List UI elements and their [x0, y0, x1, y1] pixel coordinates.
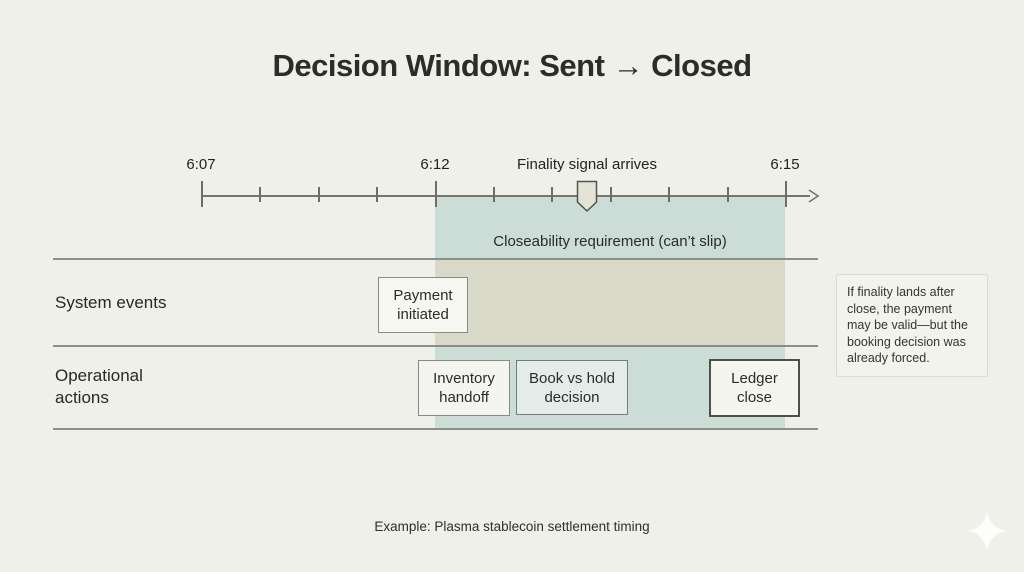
annotation-note: If finality lands after close, the payme…: [836, 274, 988, 377]
system-events-band-segment: [435, 259, 785, 346]
major-tick: [201, 181, 203, 207]
lane-line-top: [53, 258, 818, 260]
event-box-ledger-close: Ledger close: [709, 359, 800, 417]
annotation-note-text: If finality lands after close, the payme…: [847, 285, 968, 365]
timeline-arrowhead-icon: [808, 189, 820, 208]
minor-tick: [493, 187, 495, 202]
page-title: Decision Window: Sent → Closed: [272, 48, 752, 83]
lane-line-middle: [53, 345, 818, 347]
timeline-label: Finality signal arrives: [516, 156, 658, 173]
minor-tick: [376, 187, 378, 202]
event-box-inventory-handoff: Inventory handoff: [418, 360, 510, 416]
timeline-label: 6:15: [770, 156, 800, 173]
minor-tick: [551, 187, 553, 202]
major-tick: [435, 181, 437, 207]
minor-tick: [259, 187, 261, 202]
minor-tick: [610, 187, 612, 202]
row-label-system-events: System events: [55, 293, 167, 312]
timeline-axis: [201, 195, 810, 197]
event-box-label: Payment initiated: [393, 287, 453, 323]
major-tick: [785, 181, 787, 207]
minor-tick: [727, 187, 729, 202]
sparkle-icon: [964, 508, 1010, 559]
row-label-operational-actions: Operational actions: [55, 366, 143, 407]
event-box-payment-initiated: Payment initiated: [378, 277, 468, 333]
example-caption: Example: Plasma stablecoin settlement ti…: [374, 519, 650, 534]
closeability-label: Closeability requirement (can’t slip): [493, 233, 727, 250]
minor-tick: [318, 187, 320, 202]
event-box-book-vs-hold: Book vs hold decision: [516, 360, 628, 415]
timeline-label: 6:12: [420, 156, 450, 173]
event-box-label: Book vs hold decision: [529, 369, 615, 406]
lane-line-bottom: [53, 428, 818, 430]
minor-tick: [668, 187, 670, 202]
timeline-label: 6:07: [186, 156, 216, 173]
event-box-label: Ledger close: [731, 370, 778, 406]
finality-marker-icon: [576, 180, 598, 218]
event-box-label: Inventory handoff: [433, 370, 495, 406]
